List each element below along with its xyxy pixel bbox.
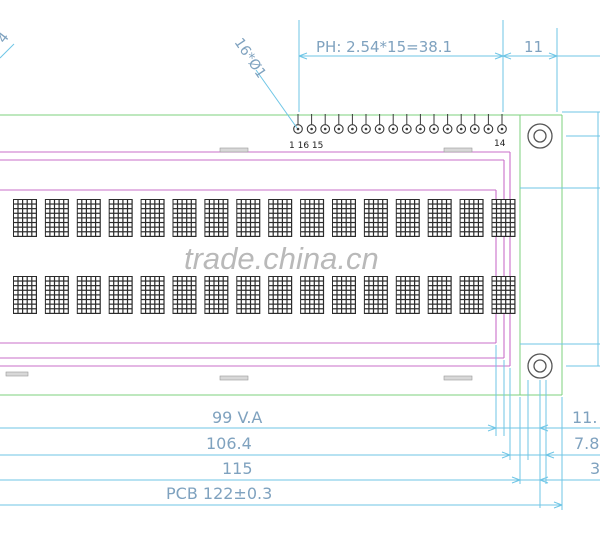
character-cell xyxy=(427,199,452,237)
right-dimension-a: 11. xyxy=(572,408,597,427)
bezel-tabs xyxy=(5,147,473,381)
character-cell xyxy=(427,276,452,314)
character-cell xyxy=(108,199,133,237)
view-area-dimension: 99 V.A xyxy=(212,408,262,427)
character-cell xyxy=(268,199,293,237)
mounting-hole-top xyxy=(527,123,553,149)
right-top-dimension: 11 xyxy=(524,38,543,56)
pin-pad xyxy=(388,114,399,134)
character-cell xyxy=(108,276,133,314)
character-cell xyxy=(13,199,37,237)
mounting-hole-bottom xyxy=(527,353,553,379)
pin-pad xyxy=(469,114,480,134)
character-cell xyxy=(44,199,69,237)
right-dimension-b: 7.8 xyxy=(574,434,599,453)
pin-header xyxy=(293,114,507,134)
character-cell xyxy=(236,276,261,314)
character-cell xyxy=(395,276,420,314)
pin-pad xyxy=(347,114,358,134)
lcd-width-dimension: 106.4 xyxy=(206,434,252,453)
character-cell xyxy=(76,199,101,237)
pin-pad xyxy=(442,114,453,134)
character-cell xyxy=(363,276,388,314)
character-cell xyxy=(172,199,197,237)
character-cell xyxy=(140,199,165,237)
pin-pad xyxy=(333,114,344,134)
pin-label-right: 14 xyxy=(494,139,506,149)
frame-width-dimension: 115 xyxy=(222,459,253,478)
pin-pad xyxy=(320,114,331,134)
character-cell xyxy=(204,199,229,237)
character-cell xyxy=(491,199,516,237)
pcb-outline xyxy=(0,114,563,396)
pin-pitch-dimension: PH: 2.54*15=38.1 xyxy=(316,38,452,56)
character-cell xyxy=(332,276,356,314)
character-cell xyxy=(44,276,69,314)
pin-pad xyxy=(374,114,385,134)
character-cell xyxy=(268,276,293,314)
character-grid xyxy=(13,199,516,314)
character-cell xyxy=(300,199,325,237)
character-cell xyxy=(236,199,261,237)
character-cell xyxy=(459,199,484,237)
right-dimension-c: 3 xyxy=(590,459,600,478)
pin-pad xyxy=(401,114,412,134)
pin-pad xyxy=(456,114,467,134)
character-cell xyxy=(491,276,516,314)
corner-dimension: 4 xyxy=(0,30,13,47)
character-cell xyxy=(172,276,197,314)
pin-pad xyxy=(429,114,439,134)
character-cell xyxy=(363,199,388,237)
pin-pad xyxy=(361,114,371,134)
pin-pad xyxy=(415,114,426,134)
pin-pad xyxy=(483,114,494,134)
pin-label-left: 1 16 15 xyxy=(289,141,323,151)
character-cell xyxy=(332,199,356,237)
pin-pad xyxy=(293,114,303,134)
character-cell xyxy=(140,276,165,314)
pin-pad xyxy=(306,114,317,134)
watermark: trade.china.cn xyxy=(184,241,379,276)
character-cell xyxy=(459,276,484,314)
character-cell xyxy=(395,199,420,237)
pin-hole-spec: 16*Ø1 xyxy=(231,35,269,81)
character-cell xyxy=(13,276,37,314)
character-cell xyxy=(204,276,229,314)
pin-pad xyxy=(497,114,507,134)
character-cell xyxy=(76,276,101,314)
pcb-width-dimension: PCB 122±0.3 xyxy=(166,484,272,503)
dimension-lines xyxy=(0,20,600,510)
character-cell xyxy=(300,276,325,314)
